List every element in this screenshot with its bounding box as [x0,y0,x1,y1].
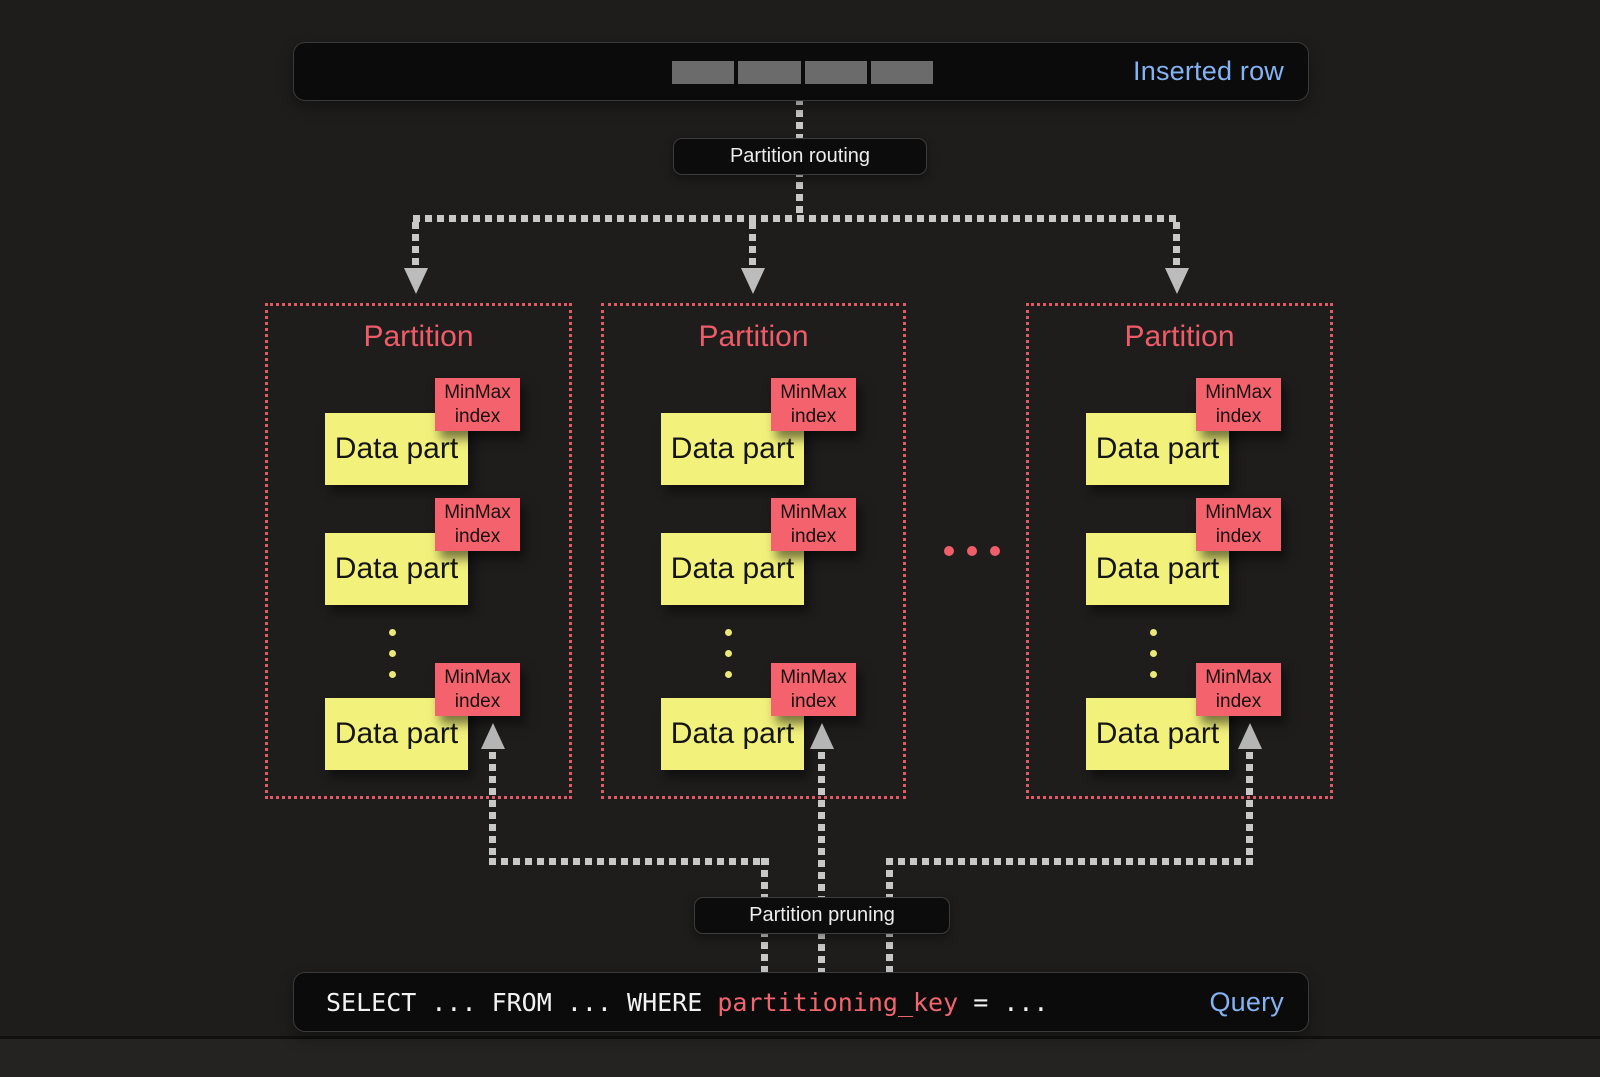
query-label: Query [1209,986,1284,1017]
arrow-down-icon [741,268,765,294]
partition-pruning-label: Partition pruning [694,897,950,934]
row-cell [870,61,933,84]
inserted-row-bar: Inserted row [293,42,1309,101]
partition-title: Partition [1124,320,1235,353]
minmax-index-box: MinMax index [1196,498,1281,551]
minmax-index-box: MinMax index [1196,378,1281,431]
minmax-index-box: MinMax index [771,498,856,551]
query-bar: SELECT ... FROM ... WHERE partitioning_k… [293,972,1309,1032]
arrow-up-icon [1238,723,1262,749]
pruning-connector-horizontal-left [489,858,769,865]
pruning-connector-up-middle [818,752,825,972]
minmax-index-box: MinMax index [435,378,520,431]
routing-connector-horizontal-line [413,215,1180,222]
footer-strip [0,1036,1600,1077]
row-cell [738,61,801,84]
row-cell [804,61,867,84]
routing-connector-drop-middle [749,222,756,268]
partition-box-1: Partition MinMax index Data part MinMax … [265,303,572,799]
minmax-index-box: MinMax index [1196,663,1281,716]
sql-partitioning-key: partitioning_key [717,987,959,1017]
partition-box-3: Partition MinMax index Data part MinMax … [1026,303,1333,799]
routing-connector-drop-right [1173,222,1180,268]
inserted-row-label: Inserted row [1133,56,1284,86]
arrow-down-icon [404,268,428,294]
minmax-index-box: MinMax index [771,663,856,716]
partition-title: Partition [698,320,809,353]
row-cell [672,61,735,84]
arrow-up-icon [481,723,505,749]
inserted-row-cells [672,61,933,84]
horizontal-ellipsis-dots [944,546,1000,556]
sql-query-text: SELECT ... FROM ... WHERE partitioning_k… [326,973,1048,1031]
partition-title: Partition [363,320,474,353]
pruning-connector-horizontal-right [886,858,1254,865]
minmax-index-box: MinMax index [435,498,520,551]
minmax-index-box: MinMax index [771,378,856,431]
partition-routing-label: Partition routing [673,138,927,175]
sql-before: SELECT ... FROM ... WHERE [326,987,718,1017]
minmax-index-box: MinMax index [435,663,520,716]
pruning-connector-up-right [1246,752,1253,858]
partition-box-2: Partition MinMax index Data part MinMax … [601,303,906,799]
data-part-box: Data part [1086,413,1229,485]
routing-connector-drop-left [412,222,419,268]
arrow-down-icon [1165,268,1189,294]
sql-after: = ... [958,987,1049,1017]
arrow-up-icon [810,723,834,749]
pruning-connector-up-left [489,752,496,858]
